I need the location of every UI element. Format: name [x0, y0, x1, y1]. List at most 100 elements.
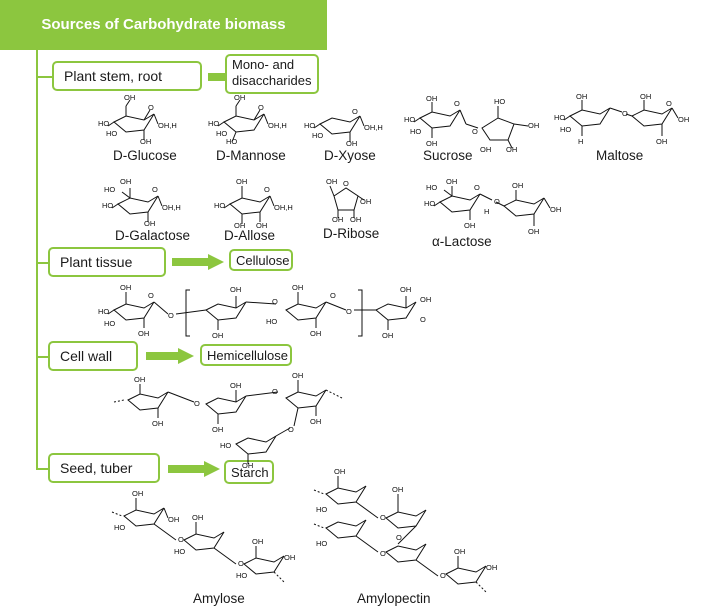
svg-text:O: O	[258, 103, 264, 112]
svg-text:OH: OH	[528, 121, 539, 130]
svg-text:OH: OH	[426, 94, 437, 103]
svg-text:OH: OH	[120, 177, 131, 186]
svg-text:OH: OH	[134, 375, 145, 384]
svg-text:O: O	[472, 127, 478, 136]
svg-text:OH: OH	[212, 331, 223, 340]
svg-text:HO: HO	[316, 505, 327, 514]
svg-text:OH: OH	[310, 329, 321, 338]
svg-text:O: O	[380, 513, 386, 522]
svg-text:HO: HO	[98, 119, 109, 128]
svg-text:OH: OH	[234, 93, 245, 102]
svg-text:O: O	[152, 185, 158, 194]
category-plant-stem-root: Plant stem, root	[52, 61, 202, 91]
svg-text:OH: OH	[234, 221, 245, 230]
label-alpha-lactose: α-Lactose	[432, 234, 492, 249]
arrow-right-icon	[172, 254, 224, 270]
svg-text:O: O	[622, 109, 628, 118]
branch-line-tissue	[36, 262, 48, 264]
svg-text:OH: OH	[420, 295, 431, 304]
svg-text:OH: OH	[168, 515, 179, 524]
label-amylose: Amylose	[193, 591, 245, 606]
svg-text:HO: HO	[174, 547, 185, 556]
svg-text:O: O	[474, 183, 480, 192]
svg-text:OH: OH	[506, 145, 517, 154]
svg-text:HO: HO	[316, 539, 327, 548]
svg-text:O: O	[352, 107, 358, 116]
branch-line-wall	[36, 356, 48, 358]
svg-text:OH: OH	[512, 181, 523, 190]
svg-text:O: O	[343, 179, 349, 188]
svg-text:OH: OH	[284, 553, 295, 562]
label-d-ribose: D-Ribose	[323, 226, 380, 241]
svg-text:OH: OH	[426, 139, 437, 148]
svg-text:HO: HO	[102, 201, 113, 210]
svg-text:OH: OH	[528, 227, 539, 236]
svg-text:OH: OH	[132, 489, 143, 498]
svg-text:OH,H: OH,H	[364, 123, 383, 132]
svg-text:OH: OH	[454, 547, 465, 556]
svg-text:H: H	[578, 137, 583, 146]
svg-text:O: O	[288, 425, 294, 434]
svg-text:HO: HO	[266, 317, 277, 326]
svg-text:OH: OH	[230, 285, 241, 294]
svg-text:OH: OH	[346, 139, 357, 148]
svg-text:OH: OH	[292, 283, 303, 292]
svg-text:HO: HO	[424, 199, 435, 208]
svg-text:OH: OH	[140, 137, 151, 146]
branch-line-stem	[36, 76, 52, 78]
svg-text:O: O	[178, 535, 184, 544]
svg-text:O: O	[168, 311, 174, 320]
product-cellulose: Cellulose	[229, 249, 293, 271]
svg-text:OH: OH	[138, 329, 149, 338]
svg-text:OH,H: OH,H	[162, 203, 181, 212]
svg-text:OH: OH	[382, 331, 393, 340]
svg-text:O: O	[272, 387, 278, 396]
svg-text:HO: HO	[114, 523, 125, 532]
svg-text:OH: OH	[656, 137, 667, 146]
label-maltose: Maltose	[596, 148, 644, 163]
svg-text:HO: HO	[214, 201, 225, 210]
svg-text:OH: OH	[360, 197, 371, 206]
svg-text:HO: HO	[104, 319, 115, 328]
svg-text:HO: HO	[560, 125, 571, 134]
svg-text:HO: HO	[226, 137, 237, 146]
svg-text:O: O	[396, 533, 402, 542]
svg-text:OH: OH	[576, 92, 587, 101]
svg-text:OH: OH	[334, 467, 345, 476]
svg-text:HO: HO	[554, 113, 565, 122]
label-d-galactose: D-Galactose	[115, 228, 191, 243]
category-cell-wall: Cell wall	[48, 341, 138, 371]
svg-text:OH: OH	[400, 285, 411, 294]
svg-text:O: O	[420, 315, 426, 324]
svg-text:HO: HO	[426, 183, 437, 192]
svg-text:OH,H: OH,H	[274, 203, 293, 212]
svg-text:OH: OH	[310, 417, 321, 426]
svg-text:HO: HO	[304, 121, 315, 130]
label-d-mannose: D-Mannose	[216, 148, 286, 163]
branch-line-seed	[36, 468, 48, 470]
svg-text:OH: OH	[192, 513, 203, 522]
svg-text:O: O	[440, 571, 446, 580]
svg-text:OH: OH	[230, 381, 241, 390]
svg-text:HO: HO	[410, 127, 421, 136]
svg-text:OH: OH	[326, 177, 337, 186]
svg-text:OH: OH	[640, 92, 651, 101]
svg-text:OH,H: OH,H	[158, 121, 177, 130]
svg-text:O: O	[264, 185, 270, 194]
category-seed-tuber: Seed, tuber	[48, 453, 160, 483]
svg-text:OH,H: OH,H	[268, 121, 287, 130]
svg-text:OH: OH	[242, 461, 253, 470]
svg-text:OH: OH	[486, 563, 497, 572]
svg-text:HO: HO	[312, 131, 323, 140]
svg-text:HO: HO	[220, 441, 231, 450]
svg-text:O: O	[148, 291, 154, 300]
